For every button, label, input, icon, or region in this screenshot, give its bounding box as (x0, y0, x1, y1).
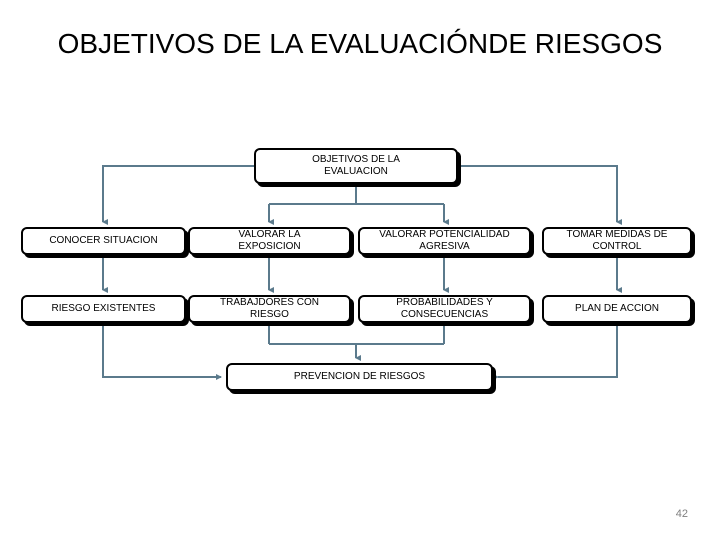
node-conocer-situacion[interactable]: CONOCER SITUACION (21, 227, 186, 255)
page-title: OBJETIVOS DE LA EVALUACIÓNDE RIESGOS (57, 28, 663, 59)
node-probabilidades-y-consecuencias[interactable]: PROBABILIDADES Y CONSECUENCIAS (358, 295, 531, 323)
node-riesgo-existentes[interactable]: RIESGO EXISTENTES (21, 295, 186, 323)
connector-plan-de-accion-to-prevencion (493, 326, 618, 380)
connector-root-to-tomar-medidas (458, 165, 622, 225)
node-plan-de-accion[interactable]: PLAN DE ACCION (542, 295, 692, 323)
connector-riesgo-existentes-to-prevencion (102, 326, 222, 380)
connector-root-to-conocer-situacion (102, 165, 254, 225)
page-number: 42 (675, 508, 688, 520)
node-valorar-la-exposicion[interactable]: VALORAR LA EXPOSICION (188, 227, 351, 255)
node-tomar-medidas-de-control[interactable]: TOMAR MEDIDAS DE CONTROL (542, 227, 692, 255)
node-objetivos-de-la-evaluacion[interactable]: OBJETIVOS DE LA EVALUACION (254, 148, 458, 184)
node-prevencion-de-riesgos[interactable]: PREVENCION DE RIESGOS (226, 363, 493, 391)
node-valorar-potencialidad-agresiva[interactable]: VALORAR POTENCIALIDAD AGRESIVA (358, 227, 531, 255)
node-trabajdores-con-riesgo[interactable]: TRABAJDORES CON RIESGO (188, 295, 351, 323)
